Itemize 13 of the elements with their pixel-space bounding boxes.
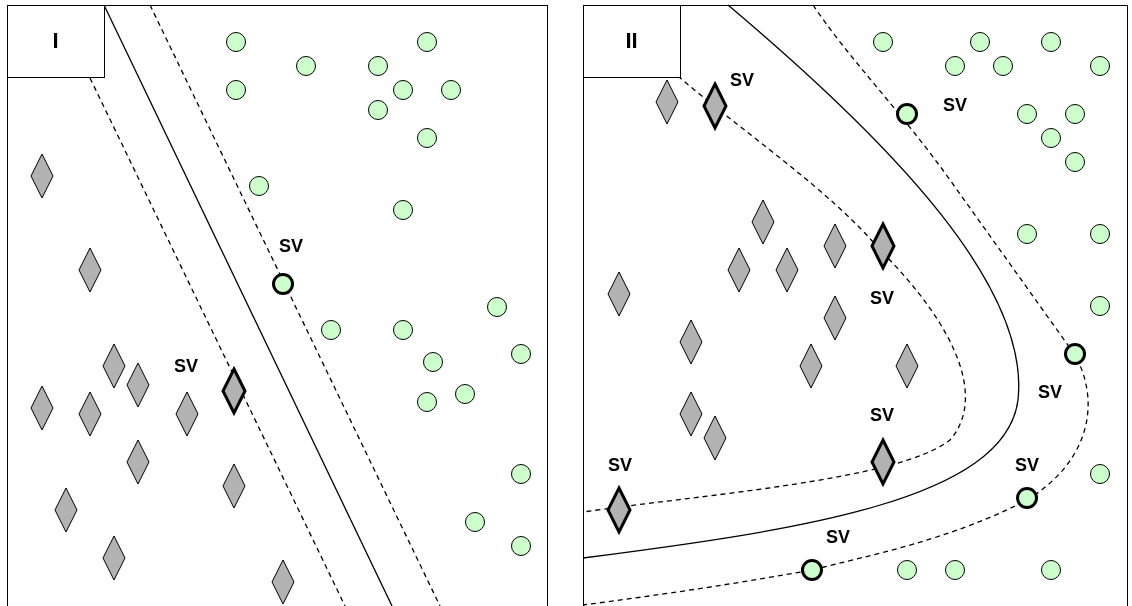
support-vector-label: SV — [1015, 456, 1039, 474]
support-vector-label: SV — [174, 357, 198, 375]
support-vector-label: SV — [730, 71, 754, 89]
plot-panel — [7, 5, 548, 606]
support-vector-label: SV — [870, 289, 894, 307]
support-vector-label: SV — [870, 406, 894, 424]
support-vector-label: SV — [826, 528, 850, 546]
support-vector-label: SV — [1038, 383, 1062, 401]
support-vector-label: SV — [279, 237, 303, 255]
panel-label: II — [625, 28, 638, 54]
panel-label: I — [52, 28, 59, 54]
support-vector-label: SV — [943, 96, 967, 114]
support-vector-label: SV — [608, 456, 632, 474]
